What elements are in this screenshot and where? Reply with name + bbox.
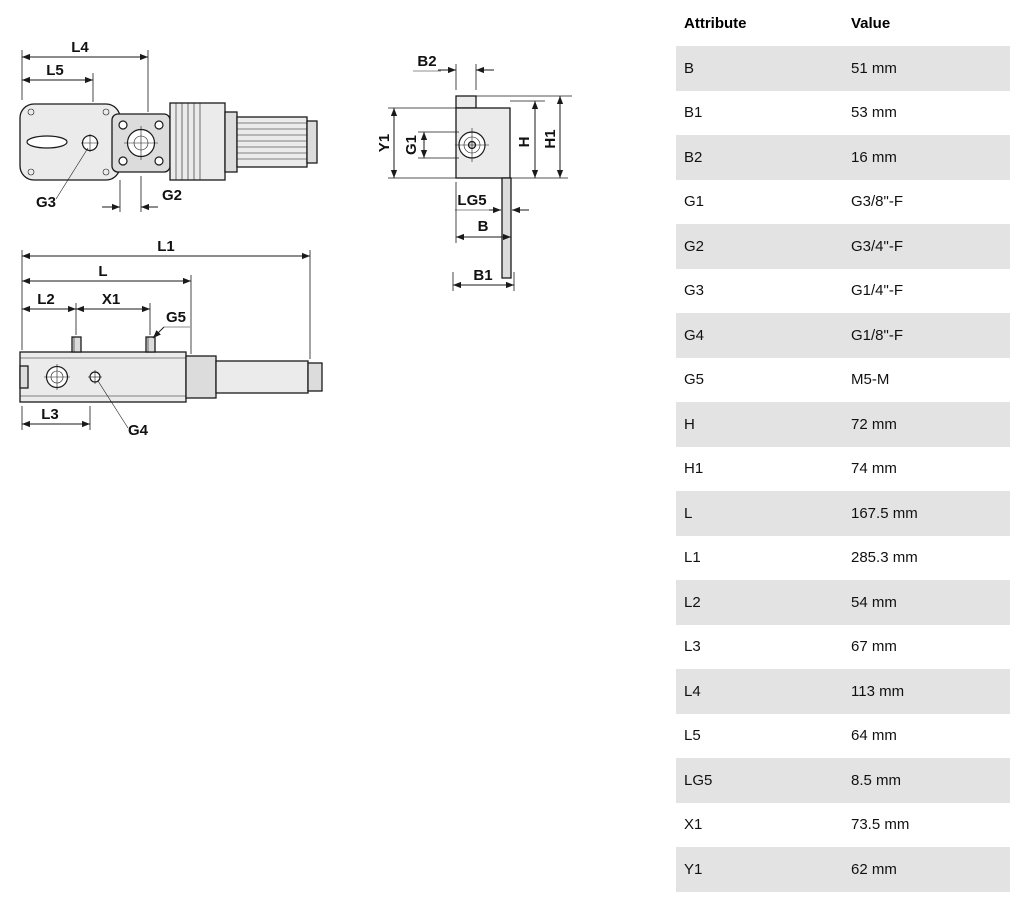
dim-label-g5: G5 — [166, 309, 186, 326]
value-cell: 16 mm — [851, 148, 897, 166]
dim-label-h: H — [516, 137, 533, 148]
table-row: H1 74 mm — [676, 447, 1010, 492]
table-row: G3 G1/4"-F — [676, 269, 1010, 314]
dim-label-h1: H1 — [542, 129, 559, 148]
attribute-cell: G4 — [684, 326, 705, 344]
table-row: B2 16 mm — [676, 135, 1010, 180]
table-header-row: Attribute Value — [676, 0, 1010, 46]
col-header-attribute: Attribute — [684, 14, 747, 32]
value-cell: 53 mm — [851, 104, 897, 122]
value-cell: G1/8"-F — [851, 326, 904, 344]
dim-label-b2: B2 — [417, 53, 436, 70]
end-cap — [19, 365, 29, 389]
body-block — [169, 102, 226, 181]
view-bottom-side: L1 L L2 X1 G5 L3 G4 — [19, 238, 323, 439]
value-cell: M5-M — [851, 371, 890, 389]
table-row: H 72 mm — [676, 402, 1010, 447]
dim-label-g4: G4 — [128, 422, 149, 439]
dim-label-l4: L4 — [71, 39, 89, 56]
table-row: L 167.5 mm — [676, 491, 1010, 536]
dim-label-g3: G3 — [36, 194, 56, 211]
dim-label-g2: G2 — [162, 187, 182, 204]
attribute-cell: H — [684, 415, 695, 433]
dim-label-y1: Y1 — [376, 134, 393, 152]
step-block — [185, 355, 217, 399]
shaft-end — [307, 362, 323, 392]
value-cell: G3/8"-F — [851, 193, 904, 211]
attribute-cell: H1 — [684, 460, 704, 478]
value-cell: 113 mm — [851, 682, 905, 700]
stud-g5 — [145, 336, 156, 353]
attribute-cell: X1 — [684, 816, 703, 834]
value-cell: 67 mm — [851, 638, 897, 656]
attribute-cell: G1 — [684, 193, 705, 211]
value-cell: 167.5 mm — [851, 504, 918, 522]
dim-label-b1: B1 — [473, 267, 492, 284]
attribute-cell: Y1 — [684, 860, 703, 878]
attribute-cell: L5 — [684, 727, 701, 745]
table-row: L3 67 mm — [676, 625, 1010, 670]
slot — [26, 135, 68, 149]
dim-label-x1: X1 — [102, 291, 120, 308]
attribute-table-body: B 51 mm B1 53 mm B2 16 mm G1 G3/8"-F G2 … — [676, 46, 1010, 892]
attribute-cell: G2 — [684, 237, 705, 255]
value-cell: 72 mm — [851, 415, 897, 433]
attribute-cell: L4 — [684, 682, 701, 700]
attribute-cell: L2 — [684, 593, 701, 611]
top-tab — [455, 95, 477, 109]
attribute-table: Attribute Value B 51 mm B1 53 mm B2 16 m… — [676, 0, 1010, 892]
technical-drawing: L4 L5 G3 G2 B2 — [19, 39, 572, 439]
dim-label-l1: L1 — [157, 238, 175, 255]
attribute-cell: L — [684, 504, 693, 522]
table-row: G5 M5-M — [676, 358, 1010, 403]
attribute-cell: LG5 — [684, 771, 713, 789]
dim-label-l3: L3 — [41, 406, 59, 423]
table-row: G1 G3/8"-F — [676, 180, 1010, 225]
value-cell: 62 mm — [851, 860, 897, 878]
attribute-cell: L1 — [684, 549, 701, 567]
table-row: LG5 8.5 mm — [676, 758, 1010, 803]
shaft — [215, 360, 309, 394]
dim-label-g1: G1 — [403, 135, 420, 155]
table-row: B 51 mm — [676, 46, 1010, 91]
table-row: L4 113 mm — [676, 669, 1010, 714]
value-cell: 51 mm — [851, 59, 897, 77]
dim-label-l: L — [98, 263, 107, 280]
dim-label-b: B — [478, 218, 489, 235]
value-cell: 64 mm — [851, 727, 897, 745]
attribute-cell: B2 — [684, 148, 703, 166]
dim-label-lg5: LG5 — [457, 192, 486, 209]
side-plate — [501, 177, 512, 279]
table-row: G4 G1/8"-F — [676, 313, 1010, 358]
value-cell: 74 mm — [851, 460, 897, 478]
table-row: G2 G3/4"-F — [676, 224, 1010, 269]
stud-1 — [71, 336, 82, 353]
value-cell: 8.5 mm — [851, 771, 902, 789]
dim-label-l5: L5 — [46, 62, 64, 79]
attribute-cell: B1 — [684, 104, 703, 122]
table-row: L2 54 mm — [676, 580, 1010, 625]
attribute-cell: L3 — [684, 638, 701, 656]
value-cell: 73.5 mm — [851, 816, 910, 834]
attribute-cell: G3 — [684, 282, 705, 300]
value-cell: G1/4"-F — [851, 282, 904, 300]
table-row: L1 285.3 mm — [676, 536, 1010, 581]
cylinder-end — [306, 120, 318, 164]
table-row: B1 53 mm — [676, 91, 1010, 136]
col-header-value: Value — [851, 14, 891, 32]
table-row: X1 73.5 mm — [676, 803, 1010, 848]
cylinder-ring — [224, 111, 238, 173]
value-cell: 285.3 mm — [851, 549, 918, 567]
value-cell: G3/4"-F — [851, 237, 904, 255]
table-row: L5 64 mm — [676, 714, 1010, 759]
cylinder — [236, 116, 308, 168]
dim-label-l2: L2 — [37, 291, 55, 308]
table-row: Y1 62 mm — [676, 847, 1010, 892]
view-end: B2 H H1 Y1 G1 LG5 — [376, 53, 572, 291]
view-top-side: L4 L5 G3 G2 — [19, 39, 318, 212]
value-cell: 54 mm — [851, 593, 897, 611]
attribute-cell: G5 — [684, 371, 705, 389]
attribute-cell: B — [684, 59, 695, 77]
